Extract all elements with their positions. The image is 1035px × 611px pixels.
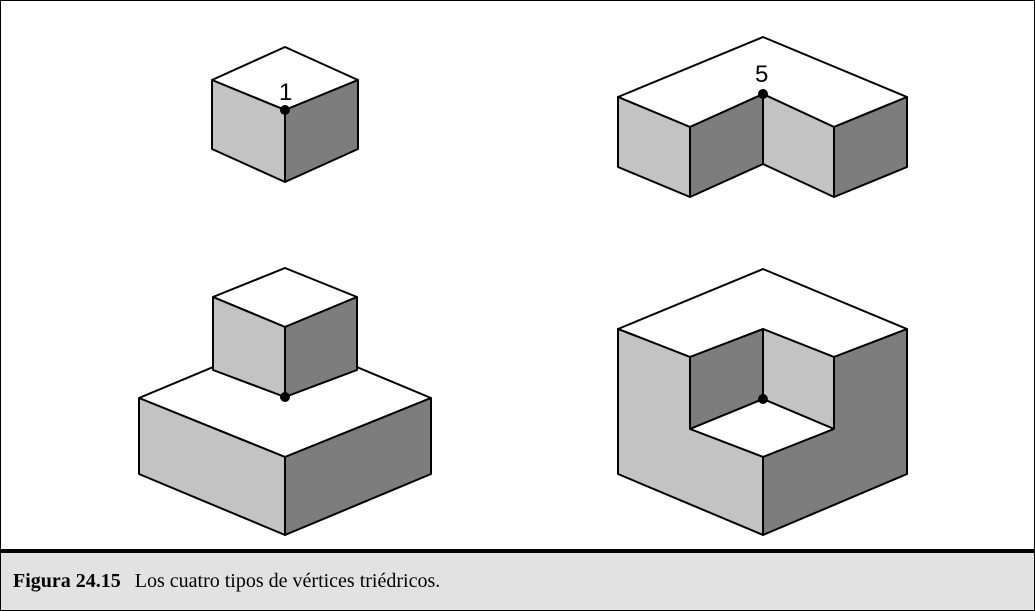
stepped-block-vertex-5 xyxy=(138,267,432,536)
l-block-outer-right-face xyxy=(833,96,908,198)
caption-text: Los cuatro tipos de vértices triédricos. xyxy=(134,570,441,592)
cube-vertex-1: 1 xyxy=(211,46,359,183)
figure-drawing: 1 5 xyxy=(1,1,1034,549)
notched-cube-right-face xyxy=(762,328,908,536)
notched-cube-vertex-7 xyxy=(617,268,908,536)
vertex-1-dot xyxy=(280,105,290,115)
figure-caption: Figura 24.15 Los cuatro tipos de vértice… xyxy=(1,553,1034,610)
l-block-vertex-3: 5 xyxy=(617,36,908,198)
vertex-5-dot xyxy=(280,392,290,402)
vertex-3-label: 5 xyxy=(755,61,768,88)
vertex-7-dot xyxy=(758,394,768,404)
slab-right-face xyxy=(284,397,432,536)
vertex-3-dot xyxy=(758,89,768,99)
vertex-1-label: 1 xyxy=(279,79,292,106)
caption-label: Figura 24.15 xyxy=(13,570,121,592)
cube-1-right-face xyxy=(284,79,359,183)
trihedral-vertices-diagram: 1 5 xyxy=(138,36,908,536)
caption-divider xyxy=(1,549,1034,553)
